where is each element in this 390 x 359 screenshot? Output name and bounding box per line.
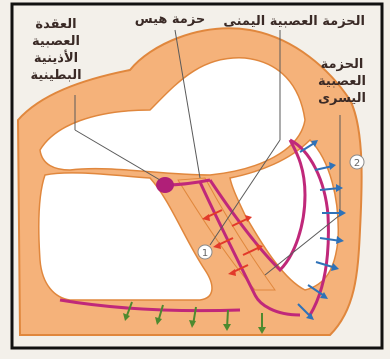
av-node-label-line3: الأذينية [20, 50, 92, 67]
marker-2-text: 2 [354, 158, 360, 169]
left-bundle-label-line2: العصبية [312, 73, 372, 90]
av-node-label-line4: البطينية [20, 67, 92, 84]
left-bundle-label-line1: الحزمة [312, 56, 372, 73]
right-bundle-branch-label: الحزمة العصبية اليمنى [225, 14, 365, 30]
marker-1-text: 1 [202, 248, 208, 259]
his-bundle-label: حزمة هيس [130, 12, 210, 28]
av-node-label-line1: العقدة [20, 16, 92, 33]
av-node-label: العقدة العصبية الأذينية البطينية [20, 16, 92, 84]
left-bundle-branch-label: الحزمة العصبية اليسرى [312, 56, 372, 107]
av-node-label-line2: العصبية [20, 33, 92, 50]
left-bundle-label-line3: اليسرى [312, 90, 372, 107]
